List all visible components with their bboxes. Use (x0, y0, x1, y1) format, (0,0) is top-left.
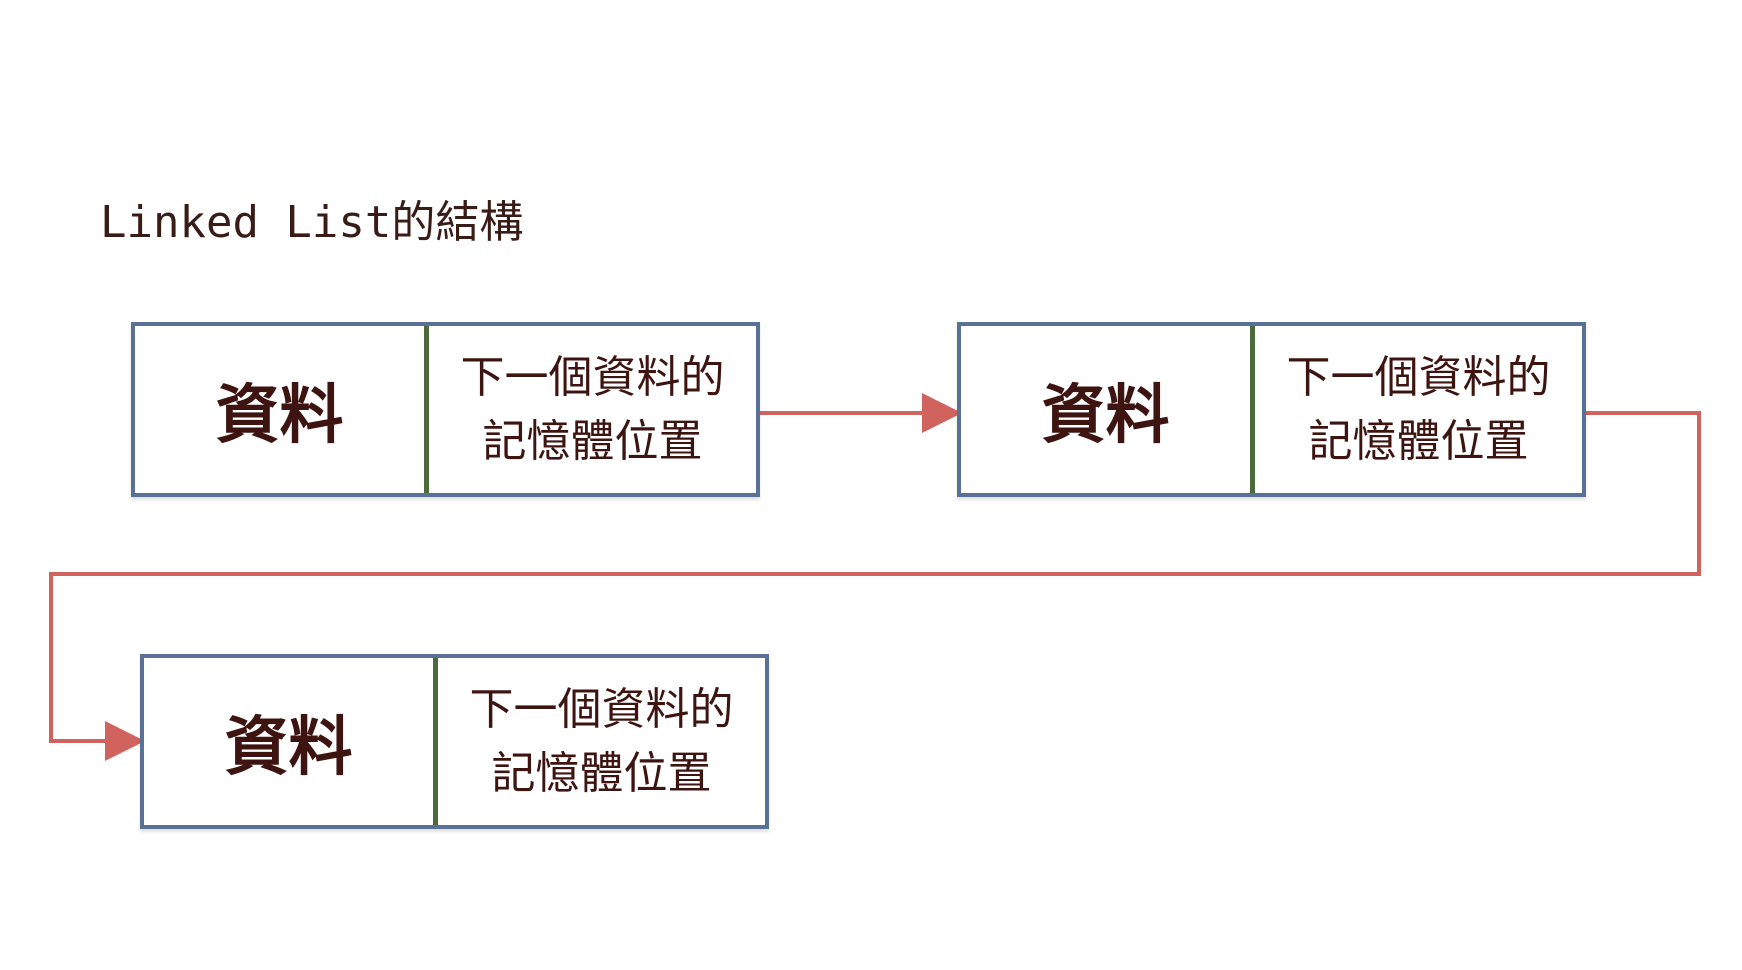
linked-list-node-1: 資料 下一個資料的 記憶體位置 (131, 322, 760, 497)
next-label-line1: 下一個資料的 (469, 683, 734, 735)
node-data-cell: 資料 (224, 710, 353, 785)
node-divider (424, 326, 429, 493)
next-label-line1: 下一個資料的 (1286, 351, 1551, 403)
arrow-node2-to-node3 (49, 411, 1701, 761)
node-next-pointer-cell: 下一個資料的 記憶體位置 (429, 326, 756, 493)
node-data-cell: 資料 (215, 378, 344, 453)
node-next-pointer-cell: 下一個資料的 記憶體位置 (438, 658, 765, 825)
node-next-pointer-cell: 下一個資料的 記憶體位置 (1255, 326, 1582, 493)
diagram-title: Linked List的結構 (100, 197, 524, 248)
next-label-line2: 記憶體位置 (1308, 415, 1529, 467)
next-label-line1: 下一個資料的 (460, 351, 725, 403)
next-label-line2: 記憶體位置 (482, 415, 703, 467)
node-divider (433, 658, 438, 825)
linked-list-node-2: 資料 下一個資料的 記憶體位置 (957, 322, 1586, 497)
node-data-cell: 資料 (1041, 378, 1170, 453)
next-label-line2: 記憶體位置 (491, 747, 712, 799)
node-divider (1250, 326, 1255, 493)
linked-list-node-3: 資料 下一個資料的 記憶體位置 (140, 654, 769, 829)
